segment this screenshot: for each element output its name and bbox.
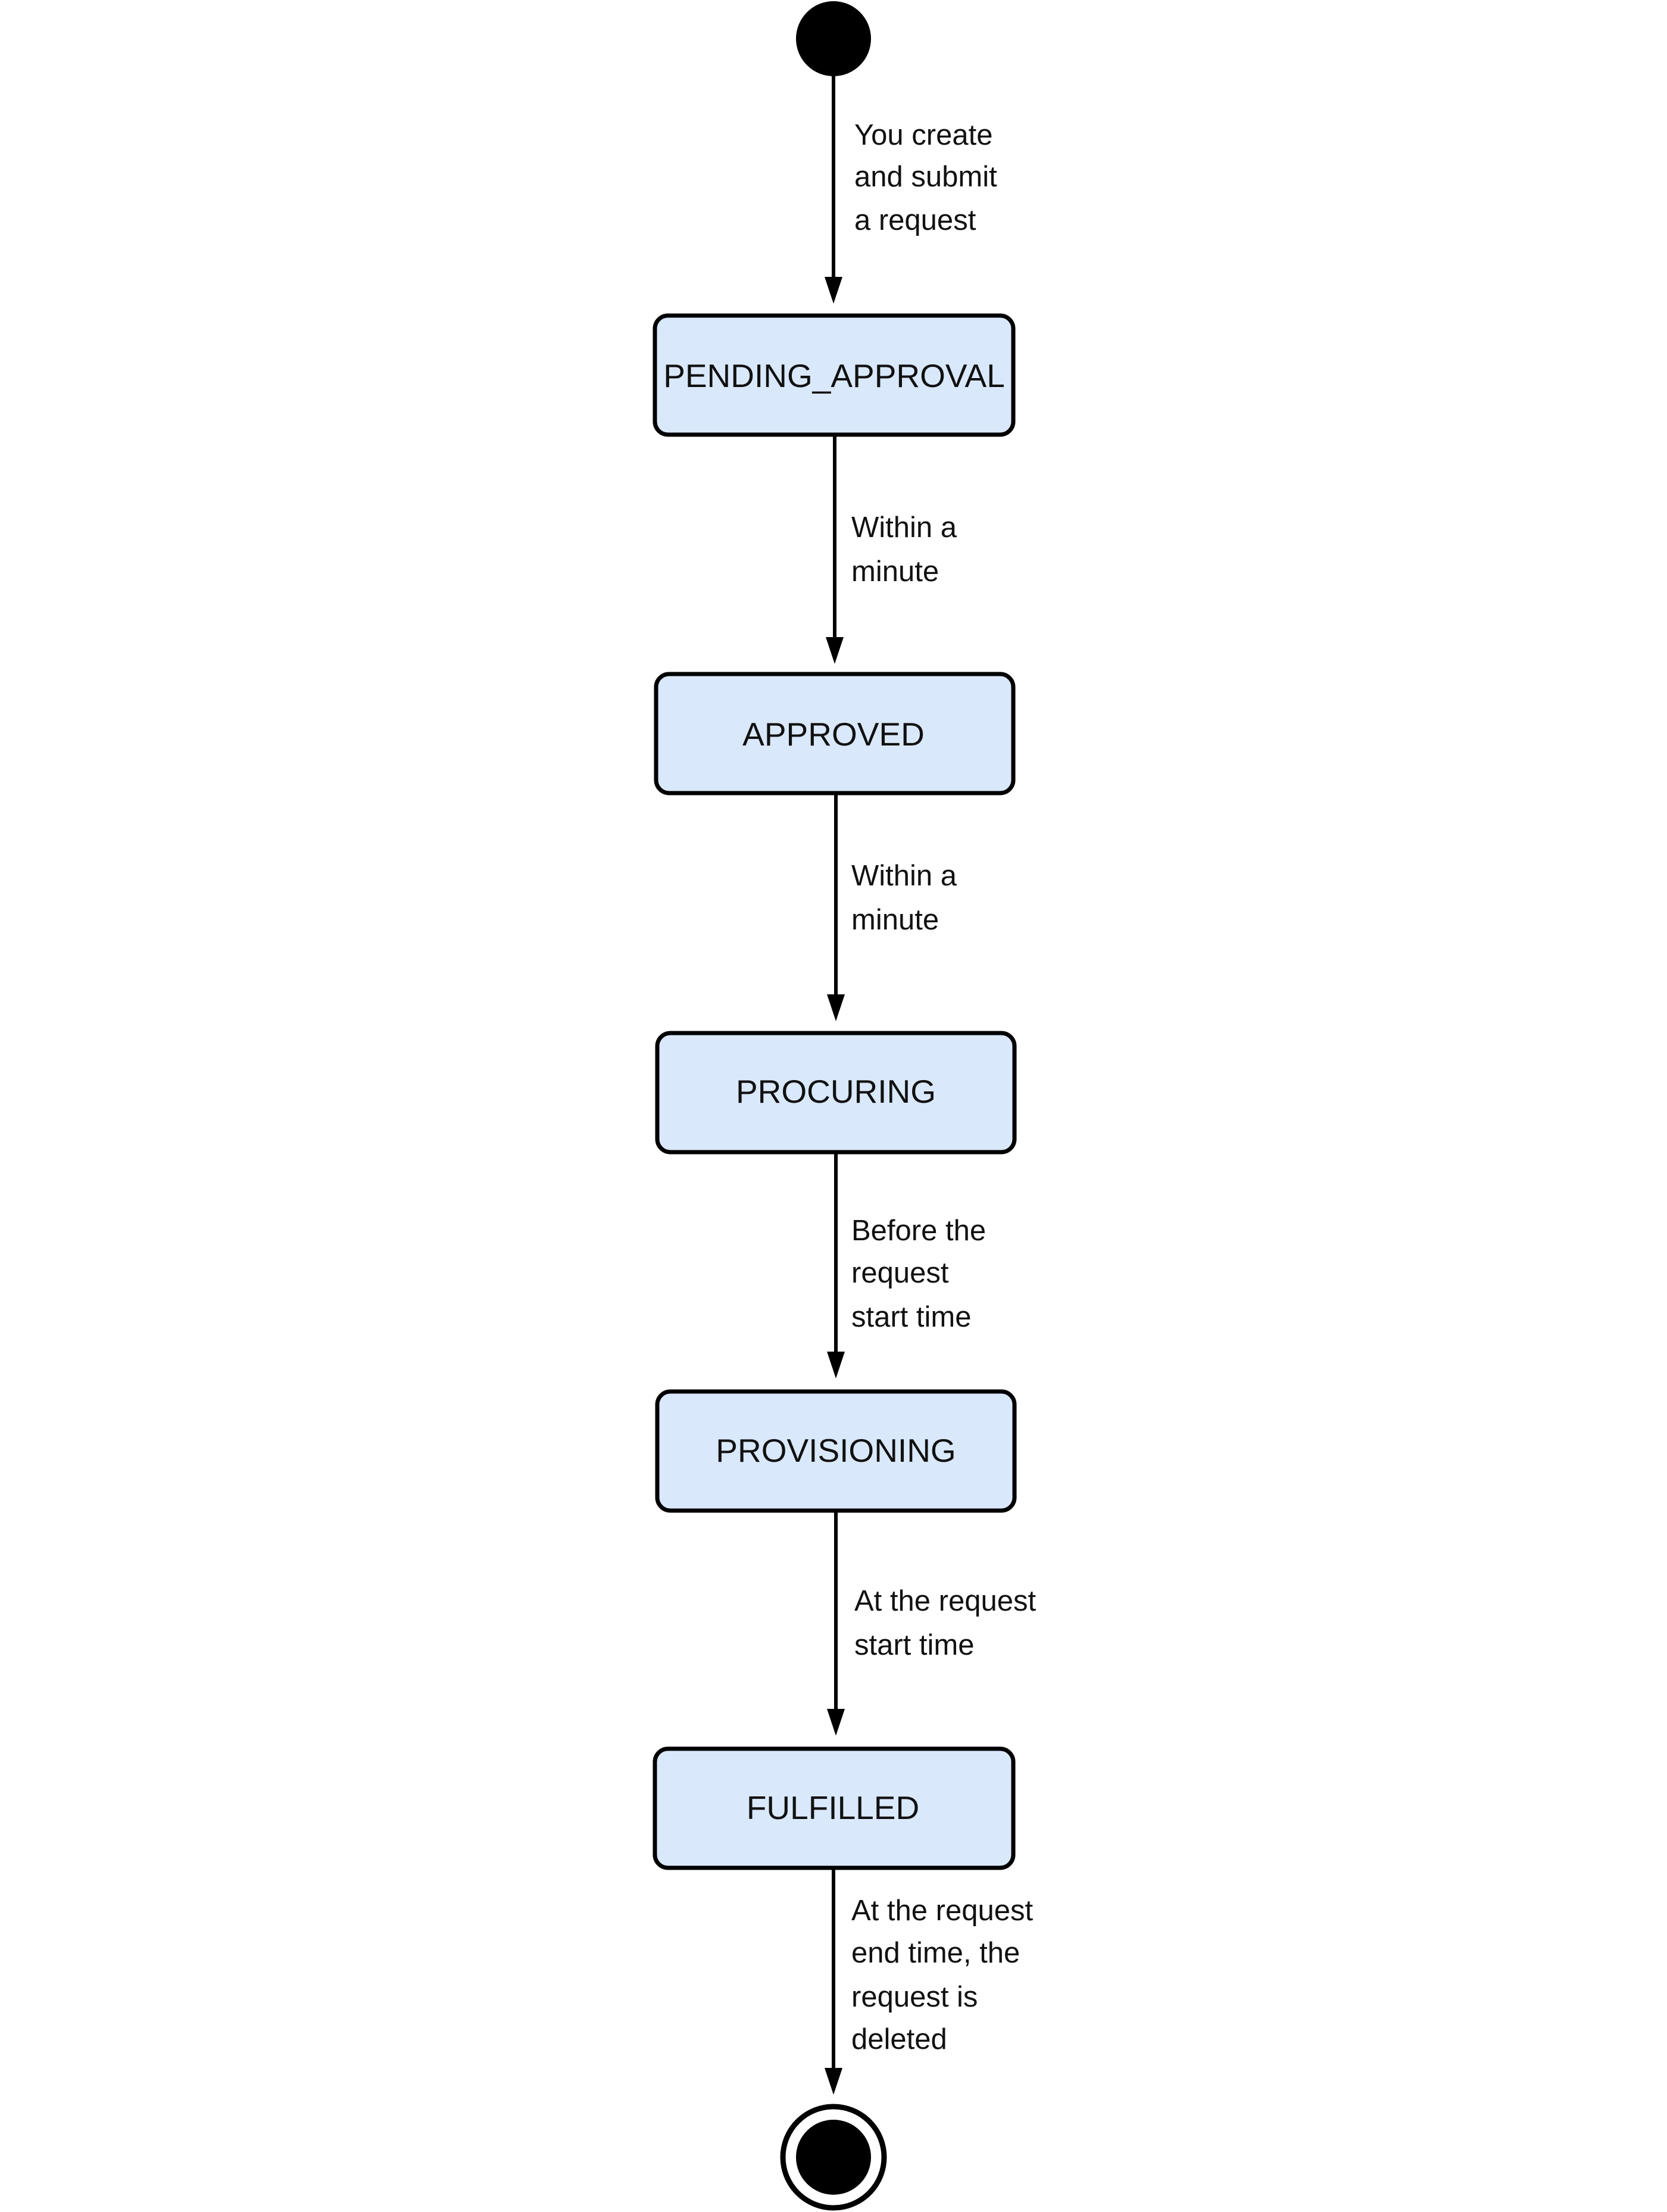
state-label: FULFILLED <box>747 1789 919 1826</box>
state-approved: APPROVED <box>654 672 1016 795</box>
transition-create-submit: You create and submit a request <box>825 76 1005 304</box>
state-pending-approval: PENDING_APPROVAL <box>653 313 1016 437</box>
transition-label: You create and submit a request <box>854 119 1005 236</box>
transition-procuring-to-provisioning: Before the request start time <box>827 1154 994 1378</box>
state-label: PENDING_APPROVAL <box>663 357 1005 394</box>
state-provisioning: PROVISIONING <box>655 1389 1017 1513</box>
transition-label: At the request start time <box>854 1585 1044 1661</box>
state-label: APPROVED <box>742 716 925 753</box>
transition-approved-to-procuring: Within a minute <box>827 795 965 1021</box>
transition-fulfilled-to-end: At the request end time, the request is … <box>825 1870 1041 2095</box>
state-procuring: PROCURING <box>655 1031 1017 1155</box>
state-label: PROCURING <box>736 1073 936 1110</box>
transition-label: At the request end time, the request is … <box>851 1895 1041 2055</box>
state-label: PROVISIONING <box>716 1432 956 1469</box>
transition-label: Within a minute <box>851 860 965 936</box>
transition-label: Before the request start time <box>851 1215 994 1333</box>
state-fulfilled: FULFILLED <box>653 1746 1016 1870</box>
transition-pending-to-approved: Within a minute <box>826 436 965 664</box>
final-state-icon <box>780 2104 887 2211</box>
transition-provisioning-to-fulfilled: At the request start time <box>827 1512 1044 1736</box>
initial-state-icon <box>796 1 871 76</box>
transition-label: Within a minute <box>851 511 965 588</box>
